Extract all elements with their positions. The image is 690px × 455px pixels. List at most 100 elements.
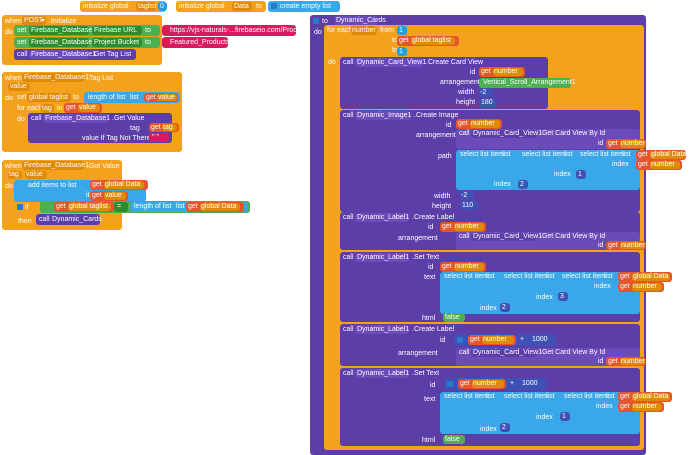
proc-name[interactable]: Dynamic_Cards [334,16,386,25]
num-index-2b[interactable]: 2 [500,303,510,312]
var-number-2[interactable]: number [470,120,500,128]
call-get-card-view-by-id-1[interactable]: call Dynamic_Card_View1 .Get Card View B… [456,129,640,149]
var-number-4[interactable]: number [650,161,680,169]
get-value-3[interactable]: get value [90,191,128,201]
call-dynamic-cards[interactable]: call Dynamic_Cards [36,214,102,225]
get-global-taglist-3[interactable]: get global taglist [397,36,459,46]
var-global-taglist[interactable]: global taglist [27,93,71,102]
var-number-5[interactable]: number [454,223,484,231]
num-height-110[interactable]: 110 [460,201,478,210]
var-number-6[interactable]: number [620,242,645,249]
component-firebase-database-4[interactable]: Firebase_Database1 [22,73,89,82]
num-from-1[interactable]: 1 [397,26,407,35]
var-number-12[interactable]: number [632,403,662,411]
var-global-data-2[interactable]: global Data [200,203,240,211]
call-get-card-view-by-id-3[interactable]: call Dynamic_Card_View1 .Get Card View B… [456,348,640,366]
var-name-data[interactable]: Data [232,2,252,11]
component-card-view-3[interactable]: Dynamic_Card_View1 [471,233,543,241]
gear-icon[interactable] [271,3,277,9]
gear-icon-add-2[interactable] [447,381,453,387]
var-name-taglist[interactable]: taglist [136,2,157,11]
initialize-global-data[interactable]: initialize global Data to [176,1,266,12]
var-global-data-3[interactable]: global Data [650,151,687,159]
get-tag[interactable]: get tag [149,123,179,132]
call-get-value[interactable]: call Firebase_Database1 .Get Value tag v… [28,113,172,143]
set-firebase-url[interactable]: set Firebase_Database1 Firebase URL to [14,25,160,36]
var-value-2[interactable]: value [78,104,100,112]
num-index-2[interactable]: 2 [518,180,528,189]
component-label-3[interactable]: Dynamic_Label1 [355,325,410,334]
var-value-3[interactable]: value [104,192,126,200]
create-empty-list-block[interactable]: create empty list [268,1,340,12]
empty-text[interactable]: " " [149,133,169,142]
var-number-7[interactable]: number [454,263,484,271]
num-1000-2[interactable]: 1000 [520,379,542,388]
num-index-3[interactable]: 3 [558,292,568,301]
var-value[interactable]: value [157,94,177,101]
property-project-bucket[interactable]: Project Bucket [92,38,142,47]
component-card-view-4[interactable]: Dynamic_Card_View1 [471,349,543,357]
call-get-tag-list[interactable]: call Firebase_Database1 .Get Tag List [14,49,136,60]
num-index-1c[interactable]: 1 [560,412,570,421]
var-global-taglist-2[interactable]: global taglist [68,203,111,211]
var-tag-2[interactable]: tag [162,124,177,131]
var-number-1[interactable]: number [493,68,523,76]
gear-icon-add-1[interactable] [457,337,463,343]
gear-icon-if[interactable] [17,204,23,210]
get-value-2[interactable]: get value [64,103,102,113]
component-image[interactable]: Dynamic_Image1 [355,111,412,120]
component-label[interactable]: Dynamic_Label1 [355,213,410,222]
component-firebase-database-2[interactable]: Firebase_Database1 [29,38,96,47]
param-tag[interactable]: tag [8,171,22,179]
bool-false-1[interactable]: false [443,313,465,322]
get-value[interactable]: get value [144,93,178,102]
get-global-taglist[interactable]: get global taglist [54,202,114,212]
component-firebase-database-3[interactable]: Firebase_Database1 [29,50,96,59]
get-global-data-2[interactable]: get global Data [186,202,244,212]
call-get-card-view-by-id-2[interactable]: call Dynamic_Card_View1 .Get Card View B… [456,232,640,250]
var-number-11[interactable]: number [472,380,504,388]
var-global-data-5[interactable]: global Data [632,393,670,401]
property-firebase-url[interactable]: Firebase URL [92,26,142,35]
set-global-taglist[interactable]: set global taglist to [14,92,84,103]
var-number-3[interactable]: number [620,140,645,148]
text-url-value[interactable]: https://vjs-naturals-...firebaseio.com/P… [162,25,310,36]
var-global-data[interactable]: global Data [104,181,144,189]
var-number[interactable]: number [351,26,377,35]
set-project-bucket[interactable]: set Firebase_Database1 Project Bucket to [14,37,160,48]
num-width-neg2[interactable]: -2 [479,88,493,97]
var-global-data-4[interactable]: global Data [632,273,670,281]
num-index-2c[interactable]: 2 [500,423,510,432]
var-global-taglist-3[interactable]: global taglist [411,37,455,45]
component-firebase-database[interactable]: Firebase_Database1 [29,26,96,35]
operator-equals[interactable]: = [114,202,128,212]
select-list-item-inner[interactable]: select list item list index [576,150,640,170]
num-1000-1[interactable]: 1000 [530,335,552,344]
gear-icon-proc[interactable] [313,18,319,24]
var-number-10[interactable]: number [620,358,645,365]
length-of-list-block[interactable]: length of list list [84,92,180,103]
var-number-9[interactable]: number [482,336,514,344]
var-number-8[interactable]: number [632,283,662,291]
bool-false-2[interactable]: false [443,435,465,444]
num-width-neg2-img[interactable]: -2 [460,191,474,200]
get-global-data[interactable]: get global Data [90,180,148,190]
param-value[interactable]: value [8,83,30,91]
num-by-1[interactable]: 1 [397,47,407,56]
component-card-view[interactable]: Dynamic_Card_View1 [355,58,427,67]
